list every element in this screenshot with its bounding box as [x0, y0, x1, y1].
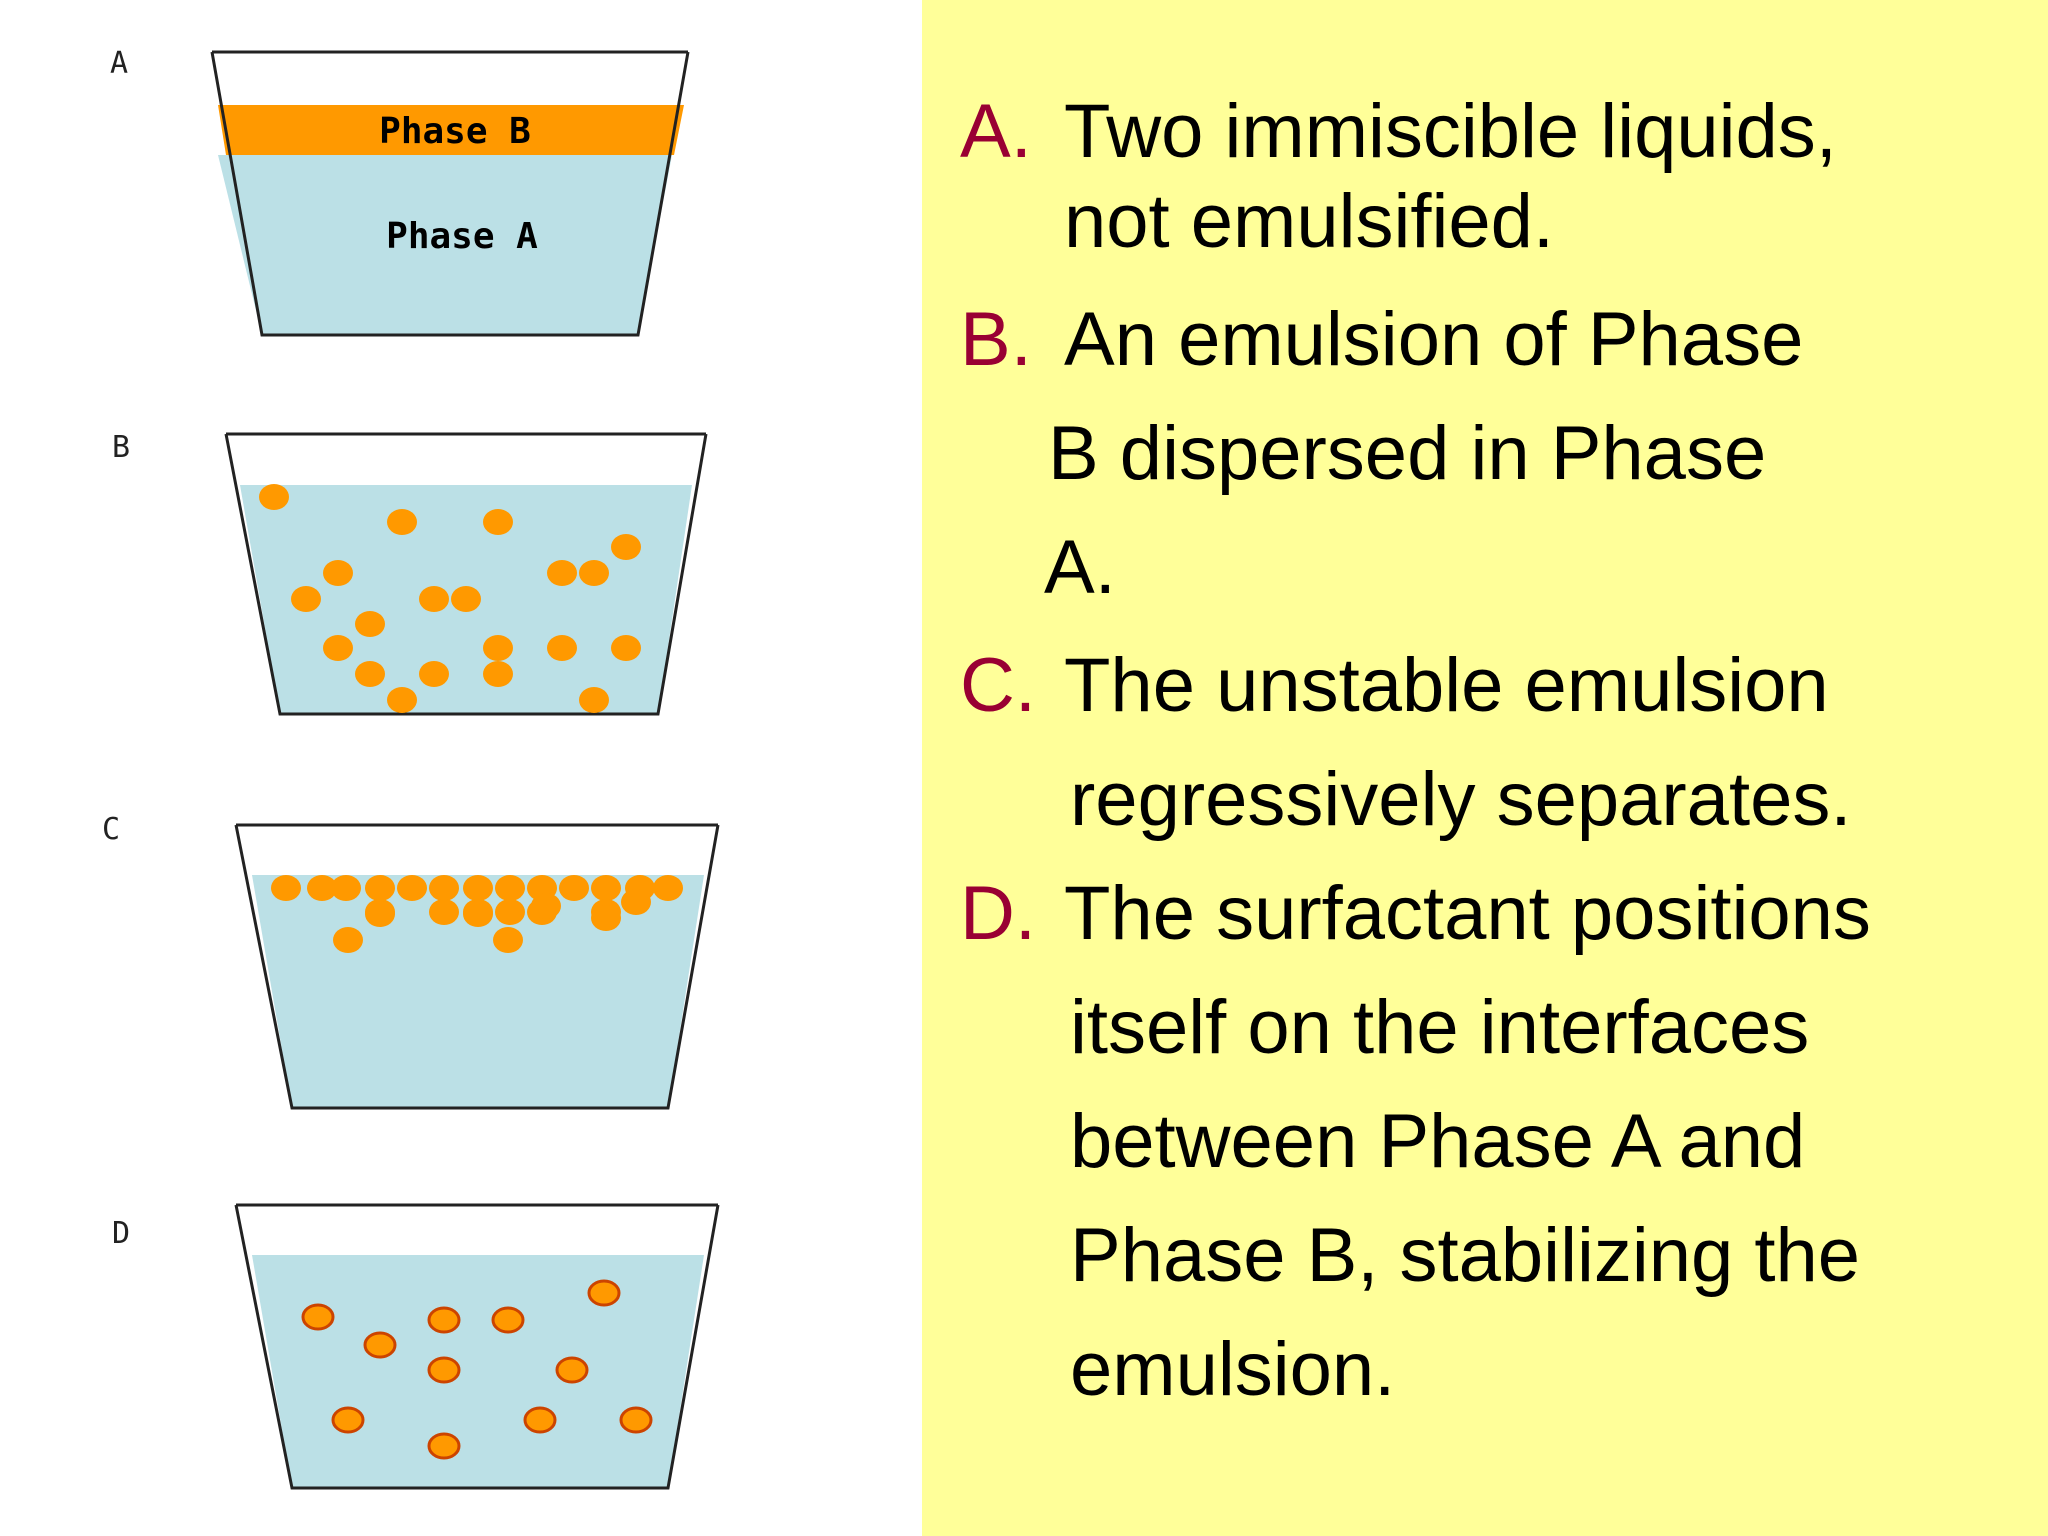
droplet [463, 901, 493, 927]
droplet [555, 1356, 589, 1384]
droplet [463, 875, 493, 901]
droplet [523, 1406, 557, 1434]
droplet [591, 875, 621, 901]
beakers-svg: Phase B Phase A [210, 50, 720, 1490]
droplet [387, 687, 417, 713]
droplet [429, 875, 459, 901]
droplet [355, 661, 385, 687]
phase-a-liquid [218, 155, 672, 335]
droplet [495, 899, 525, 925]
droplet [591, 905, 621, 931]
droplet [271, 875, 301, 901]
emulsion-diagram: A B C D Phase B Phase A [0, 0, 922, 1536]
description-panel: A. Two immiscible liquids, not emulsifie… [922, 0, 2048, 1536]
item-a-line-1: Two immiscible liquids, [1064, 89, 1837, 174]
droplet [621, 889, 651, 915]
item-c-line-1: The unstable emulsion [1064, 643, 1829, 728]
droplet [301, 1303, 335, 1331]
droplet [495, 875, 525, 901]
droplet [387, 509, 417, 535]
droplet [483, 509, 513, 535]
phase-b-label: Phase B [379, 111, 531, 152]
item-b-line-2: B dispersed in Phase [1048, 411, 1767, 496]
droplet [331, 1406, 365, 1434]
item-a-line-2: not emulsified. [1064, 179, 1555, 264]
droplet [419, 586, 449, 612]
droplet [579, 687, 609, 713]
droplet [333, 927, 363, 953]
beaker-c-droplets [271, 875, 683, 953]
beaker-d-liquid [252, 1255, 704, 1488]
item-c-line-2: regressively separates. [1070, 757, 1852, 842]
droplet [653, 875, 683, 901]
droplet [483, 661, 513, 687]
droplet [307, 875, 337, 901]
beaker-b-outline [224, 433, 708, 716]
droplet [427, 1432, 461, 1460]
phase-b-layer [218, 105, 684, 155]
panel-label-d: D [112, 1216, 131, 1251]
droplet [365, 901, 395, 927]
item-b-line-3: A. [1044, 525, 1116, 610]
item-d-letter: D. [960, 871, 1036, 956]
item-b-line-1: An emulsion of Phase [1064, 297, 1804, 382]
droplet [259, 484, 289, 510]
item-d-line-1: The surfactant positions [1064, 871, 1871, 956]
item-c-letter: C. [960, 643, 1036, 728]
droplet [491, 1306, 525, 1334]
droplet [531, 893, 561, 919]
droplet [355, 611, 385, 637]
droplet [291, 586, 321, 612]
item-d-line-4: Phase B, stabilizing the [1070, 1213, 1861, 1298]
droplet [429, 899, 459, 925]
beaker-c-outline [234, 824, 720, 1110]
droplet [323, 560, 353, 586]
droplet [587, 1279, 621, 1307]
beaker-b [224, 432, 708, 716]
beaker-d [234, 1203, 720, 1490]
droplet [365, 875, 395, 901]
droplet [323, 635, 353, 661]
panel-label-b: B [112, 430, 131, 465]
droplet [331, 875, 361, 901]
droplet [493, 927, 523, 953]
beaker-b-droplets [259, 484, 641, 713]
droplet [619, 1406, 653, 1434]
panel-label-c: C [102, 812, 121, 847]
beaker-a-outline [210, 51, 690, 337]
droplet [611, 534, 641, 560]
droplet [547, 635, 577, 661]
droplet [397, 875, 427, 901]
phase-a-label: Phase A [386, 216, 538, 257]
droplet [559, 875, 589, 901]
droplet [611, 635, 641, 661]
droplet [363, 1331, 397, 1359]
droplet [451, 586, 481, 612]
beaker-c [234, 823, 720, 1110]
item-d-line-5: emulsion. [1070, 1327, 1396, 1412]
beaker-d-droplets [301, 1279, 653, 1460]
droplet [547, 560, 577, 586]
droplet [483, 635, 513, 661]
droplet [427, 1356, 461, 1384]
panel-label-a: A [110, 46, 129, 81]
item-b-letter: B. [960, 297, 1032, 382]
beaker-a: Phase B Phase A [210, 50, 690, 337]
item-d-line-3: between Phase A and [1070, 1099, 1806, 1184]
item-d-line-2: itself on the interfaces [1070, 985, 1810, 1070]
item-a-letter: A. [960, 89, 1032, 174]
beaker-c-liquid [252, 875, 704, 1108]
beaker-d-outline [234, 1204, 720, 1490]
droplet [419, 661, 449, 687]
droplet [427, 1306, 461, 1334]
droplet [579, 560, 609, 586]
